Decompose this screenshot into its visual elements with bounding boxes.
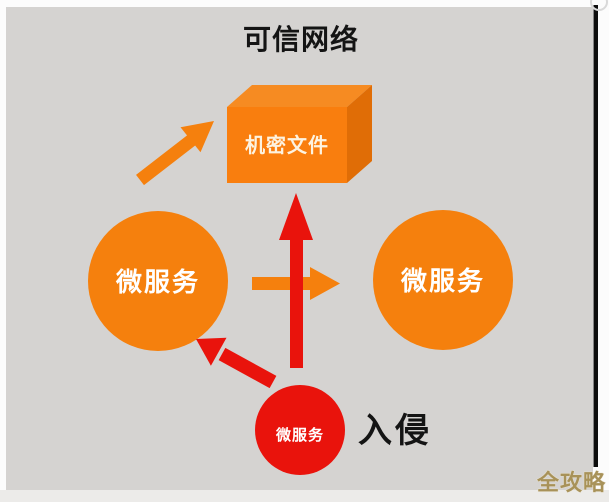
bottom-strip xyxy=(0,490,609,502)
box-front-face xyxy=(227,107,347,183)
watermark-text: 全攻略 xyxy=(536,470,606,495)
right-microservice-circle xyxy=(373,210,513,350)
box-side-face xyxy=(347,85,372,183)
right-microservice-label: 微服务 xyxy=(400,266,485,296)
intrusion-label: 入侵 xyxy=(358,412,432,450)
compromised-microservice-label: 微服务 xyxy=(275,426,324,444)
right-border-line xyxy=(593,5,598,467)
left-microservice-node: 微服务 xyxy=(88,211,228,351)
left-microservice-circle xyxy=(88,211,228,351)
right-microservice-node: 微服务 xyxy=(373,210,513,350)
confidential-files-box: 机密文件 xyxy=(227,85,372,183)
left-microservice-label: 微服务 xyxy=(115,267,200,297)
diagram-title: 可信网络 xyxy=(243,23,359,55)
corner-decoration xyxy=(590,0,608,11)
box-top-face xyxy=(227,85,372,107)
arrow-up-left-to-service-red-icon xyxy=(196,337,277,389)
arrow-up-right-to-box-icon xyxy=(136,121,214,186)
compromised-microservice-node: 微服务 xyxy=(255,385,345,475)
arrow-up-to-box-red-icon xyxy=(279,193,313,368)
compromised-microservice-circle xyxy=(255,385,345,475)
box-label: 机密文件 xyxy=(245,133,329,157)
